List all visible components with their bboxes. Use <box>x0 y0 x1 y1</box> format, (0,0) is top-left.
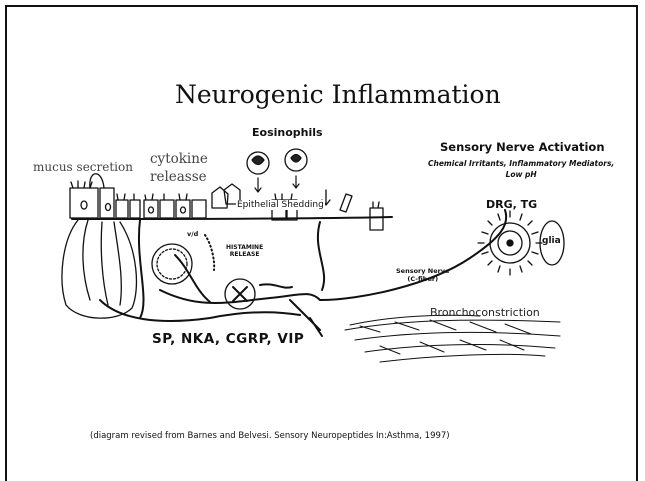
sensory-nerve-label: Sensory Nerve (C-fiber) <box>396 267 449 283</box>
eosinophil-cells <box>247 149 307 192</box>
histamine-label: HISTAMINE RELEASE <box>226 244 263 258</box>
sensory-activation-subtitle: Chemical Irritants, Inflammatory Mediato… <box>428 158 614 180</box>
smooth-muscle <box>345 315 560 362</box>
cytokine-line2: releasse <box>150 168 208 186</box>
cytokine-label: cytokine releasse <box>150 150 208 186</box>
sensory-activation-sub-line2: Low pH <box>428 169 614 180</box>
mucus-secretion-label: mucus secretion <box>33 160 133 174</box>
histamine-line2: RELEASE <box>226 251 263 258</box>
neuropeptides-label: SP, NKA, CGRP, VIP <box>152 331 304 347</box>
drg-tg-label: DRG, TG <box>486 198 537 211</box>
sensory-activation-sub-line1: Chemical Irritants, Inflammatory Mediato… <box>428 158 614 169</box>
glia-label: glia <box>542 236 561 246</box>
bronchoconstriction-label: Bronchoconstriction <box>430 306 540 319</box>
vd-label: v/d <box>187 230 198 238</box>
sensory-activation-title: Sensory Nerve Activation <box>440 140 605 154</box>
citation: (diagram revised from Barnes and Belvesi… <box>90 431 450 441</box>
histamine-line1: HISTAMINE <box>226 244 263 251</box>
slide-title: Neurogenic Inflammation <box>175 80 501 109</box>
epithelial-shedding-label: Epithelial Shedding <box>236 200 325 210</box>
sensory-nerve-line2: (C-fiber) <box>396 275 449 283</box>
eosinophils-label: Eosinophils <box>252 126 323 139</box>
cytokine-line1: cytokine <box>150 150 208 168</box>
basement-membrane <box>72 217 392 219</box>
sensory-nerve-line1: Sensory Nerve <box>396 267 449 275</box>
epithelium <box>70 181 383 230</box>
